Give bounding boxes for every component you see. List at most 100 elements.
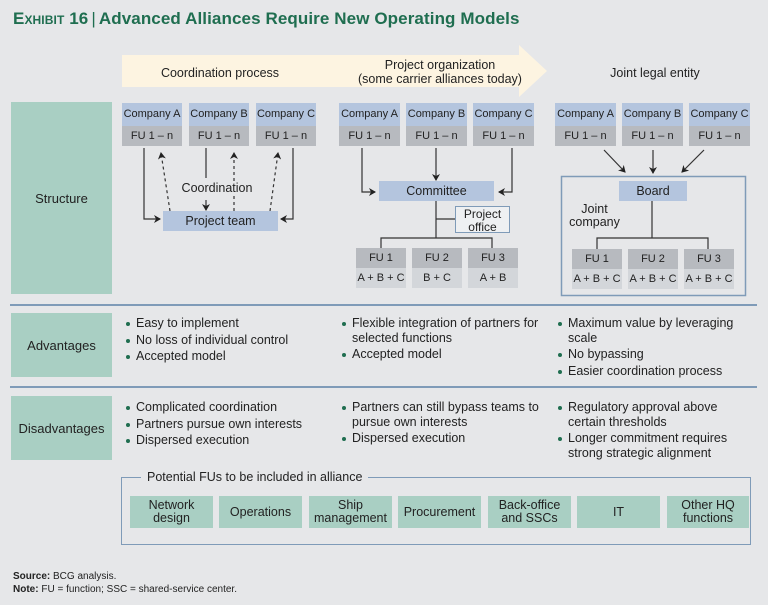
company-fu-range: FU 1 – n [189, 126, 249, 146]
bullet-item: Regulatory approval above certain thresh… [557, 400, 747, 429]
section-separator [10, 304, 757, 306]
bullet-item: Longer commitment requires strong strate… [557, 431, 747, 460]
section-separator [10, 386, 757, 388]
joint-company-line1: Joint [581, 202, 608, 216]
coordination-label: Coordination [172, 181, 262, 195]
company-fu-range: FU 1 – n [555, 126, 616, 146]
fu-option-line2: design [153, 511, 190, 525]
model-label-project-org-line1: Project organization [384, 58, 496, 72]
coordination-connectors [143, 148, 294, 223]
advantages-joint-entity: Maximum value by leveraging scale No byp… [557, 316, 747, 380]
bullet-item: Partners can still bypass teams to pursu… [341, 400, 546, 429]
bullet-item: Easier coordination process [557, 364, 747, 379]
company-name: Company C [473, 103, 534, 126]
bullet-item: Dispersed execution [341, 431, 546, 446]
functional-unit-card: FU 1 A + B + C [356, 248, 406, 288]
company-card: Company A FU 1 – n [122, 103, 182, 146]
project-org-connectors [361, 148, 513, 248]
connector-a-to-board [603, 149, 626, 173]
potential-fus-panel [121, 477, 751, 545]
fu-option-line1: Network [148, 498, 195, 512]
committee-box: Committee [379, 181, 494, 201]
source-note: Source: BCG analysis. [13, 571, 116, 582]
functional-unit-card: FU 1 A + B + C [572, 249, 622, 289]
project-office-box: Project office [455, 206, 510, 233]
model-progression-arrow [122, 45, 547, 97]
model-label-joint-entity: Joint legal entity [610, 66, 700, 80]
bullet-item: Flexible integration of partners for sel… [341, 316, 546, 345]
connector-c-to-committee [498, 148, 513, 196]
bullet-item: No loss of individual control [125, 333, 325, 348]
company-name: Company B [622, 103, 683, 126]
dashed-feedback-a [157, 152, 171, 212]
company-card: Company B FU 1 – n [406, 103, 467, 146]
fu-branch [380, 237, 493, 248]
company-name: Company A [339, 103, 400, 126]
company-name: Company A [555, 103, 616, 126]
company-card: Company C FU 1 – n [473, 103, 534, 146]
fu-name: FU 3 [468, 248, 518, 268]
bullet-item: Accepted model [125, 349, 325, 364]
source-label: Source: [13, 571, 51, 582]
project-office-line2: office [468, 219, 497, 234]
model-label-project-org-line2: (some carrier alliances today) [358, 72, 522, 86]
company-card: Company A FU 1 – n [555, 103, 616, 146]
note-label: Note: [13, 584, 39, 595]
fu-members: A + B + C [628, 269, 678, 289]
fu-option-line2: functions [682, 511, 734, 525]
company-card: Company A FU 1 – n [339, 103, 400, 146]
bullet-item: Maximum value by leveraging scale [557, 316, 747, 345]
company-name: Company C [689, 103, 750, 126]
fu-name: FU 1 [572, 249, 622, 269]
disadvantages-coordination: Complicated coordination Partners pursue… [125, 400, 330, 450]
company-card: Company C FU 1 – n [689, 103, 750, 146]
bullet-item: Complicated coordination [125, 400, 330, 415]
fu-option-line1: Operations [229, 504, 292, 519]
company-card: Company B FU 1 – n [189, 103, 249, 146]
exhibit-number: Exhibit 16 [13, 9, 89, 28]
note-text: FU = function; SSC = shared-service cent… [38, 584, 237, 595]
fu-option-line1: Ship [337, 498, 364, 512]
functional-unit-card: FU 2 B + C [412, 248, 462, 288]
bullet-item: Dispersed execution [125, 433, 330, 448]
connector-c-to-board [681, 149, 705, 173]
company-fu-range: FU 1 – n [406, 126, 467, 146]
joint-fu-branch [596, 237, 709, 249]
fu-members: B + C [412, 268, 462, 288]
joint-company-container [560, 175, 747, 297]
advantages-coordination: Easy to implement No loss of individual … [125, 316, 325, 366]
row-label-disadvantages: Disadvantages [11, 396, 112, 460]
exhibit-title-text: Advanced Alliances Require New Operating… [98, 9, 520, 28]
disadvantages-project-org: Partners can still bypass teams to pursu… [341, 400, 546, 448]
fu-option-line1: Back-office [498, 498, 561, 512]
functional-unit-card: FU 2 A + B + C [628, 249, 678, 289]
bullet-item: Accepted model [341, 347, 546, 362]
joint-company-label: Joint company [567, 203, 622, 229]
disadvantages-joint-entity: Regulatory approval above certain thresh… [557, 400, 747, 462]
row-label-structure: Structure [11, 102, 112, 294]
fu-members: A + B + C [572, 269, 622, 289]
arrow-shape [122, 45, 547, 97]
board-box: Board [619, 181, 687, 201]
fu-option: Operations [219, 496, 302, 528]
fu-members: A + B + C [356, 268, 406, 288]
connector-c-to-team [280, 148, 294, 223]
bullet-item: Easy to implement [125, 316, 325, 331]
company-fu-range: FU 1 – n [473, 126, 534, 146]
project-team-box: Project team [163, 211, 278, 231]
joint-entity-connectors [596, 149, 709, 249]
joint-company-line2: company [569, 215, 620, 229]
company-name: Company A [122, 103, 182, 126]
fu-option-line1: Procurement [403, 504, 476, 519]
fu-name: FU 3 [684, 249, 734, 269]
model-label-coordination: Coordination process [160, 66, 280, 80]
fu-members: A + B + C [684, 269, 734, 289]
definition-note: Note: FU = function; SSC = shared-servic… [13, 584, 237, 595]
company-fu-range: FU 1 – n [122, 126, 182, 146]
fu-option-line1: Other HQ [681, 498, 735, 512]
row-label-advantages: Advantages [11, 313, 112, 377]
company-fu-range: FU 1 – n [689, 126, 750, 146]
fu-name: FU 2 [412, 248, 462, 268]
